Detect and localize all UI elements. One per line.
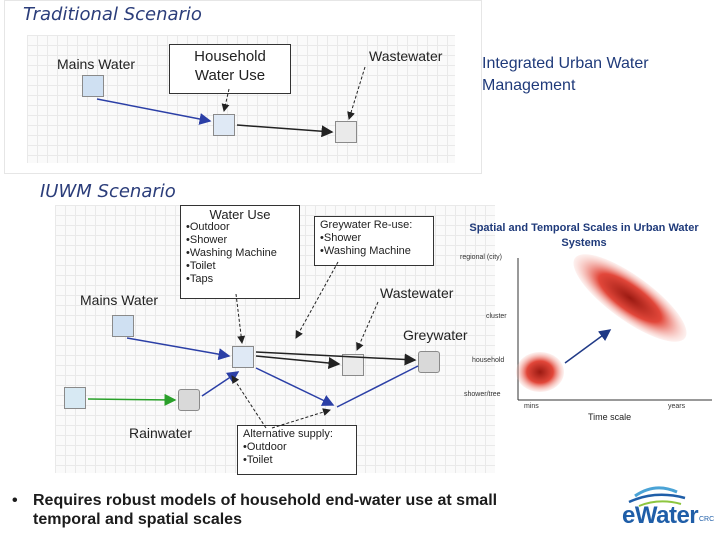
traditional-mains-label: Mains Water — [57, 56, 136, 72]
greywater-reuse-callout: Greywater Re-use: Shower Washing Machine — [314, 216, 434, 266]
household-to-greywater-flow — [255, 351, 417, 366]
traditional-household-label: Household Water Use — [194, 48, 266, 84]
water-use-pointer — [235, 293, 246, 344]
water-use-item: Washing Machine — [186, 247, 294, 260]
traditional-scenario-title: Traditional Scenario — [23, 4, 202, 25]
greywater-to-node-flow — [336, 365, 419, 408]
greywater-reuse-item: Washing Machine — [320, 245, 428, 258]
household-to-node-flow — [255, 367, 335, 406]
traditional-mains-tap-icon — [82, 75, 104, 97]
y-tick-household: household — [472, 357, 505, 364]
logo-swoosh-icon — [628, 486, 686, 507]
iuwm-household-water-icon — [232, 346, 254, 368]
traditional-flow-arrows — [96, 66, 366, 138]
water-use-item: Outdoor — [186, 221, 294, 234]
greywater-reuse-pointer — [295, 261, 339, 339]
alternative-supply-callout: Alternative supply: Outdoor Toilet — [237, 425, 357, 475]
rain-tank-to-household-flow — [201, 371, 240, 397]
water-use-item: Shower — [186, 234, 294, 247]
iuwm-mains-tap-icon — [112, 315, 134, 337]
scales-chart: Spatial and Temporal Scales in Urban Wat… — [450, 216, 718, 426]
traditional-scenario-panel: Traditional Scenario Mains Water Househo… — [4, 0, 482, 174]
y-tick-regional: regional (city) — [460, 254, 503, 261]
mains-to-household-flow — [126, 337, 231, 361]
iuwm-wastewater-label: Wastewater — [380, 285, 454, 301]
water-use-list: Outdoor Shower Washing Machine Toilet Ta… — [186, 221, 294, 286]
iuwm-flow-arrows — [87, 261, 419, 429]
alternative-supply-pointer-node — [271, 408, 331, 429]
iuwm-rainwater-label: Rainwater — [129, 425, 193, 441]
iuwm-wastewater-drop-icon — [342, 354, 364, 376]
iuwm-greywater-label: Greywater — [403, 327, 468, 343]
household-to-wastewater-flow — [255, 355, 341, 369]
traditional-wastewater-label: Wastewater — [369, 48, 443, 64]
iuwm-title: Integrated Urban Water Management — [482, 55, 649, 94]
logo-wordmark: eWater — [622, 502, 699, 529]
alternative-supply-item: Outdoor — [243, 441, 351, 454]
scales-chart-plot — [516, 254, 712, 401]
scale-link-arrow — [564, 329, 612, 364]
wastewater-pointer — [356, 301, 379, 351]
water-use-heading: Water Use — [209, 207, 271, 222]
traditional-household-pointer — [221, 88, 230, 112]
traditional-wastewater-pointer — [347, 66, 366, 120]
y-tick-cluster: cluster — [486, 313, 507, 320]
bullet-marker: • — [12, 492, 18, 509]
water-use-item: Toilet — [186, 260, 294, 273]
greywater-reuse-item: Shower — [320, 232, 428, 245]
x-tick-mins: mins — [524, 403, 539, 410]
bullet-text: Requires robust models of household end-… — [33, 492, 498, 528]
ewater-logo: eWater CRC — [595, 480, 715, 530]
iuwm-mains-label: Mains Water — [80, 292, 159, 308]
iuwm-rainwater-catchment-icon — [64, 387, 86, 409]
traditional-waste-flow — [236, 124, 334, 138]
greywater-reuse-list: Shower Washing Machine — [320, 232, 428, 258]
bullet-point: • Requires robust models of household en… — [12, 491, 512, 529]
alternative-supply-list: Outdoor Toilet — [243, 441, 351, 467]
traditional-wastewater-drop-icon — [335, 121, 357, 143]
traditional-supply-flow — [96, 98, 212, 125]
scale-blob-large — [573, 254, 687, 342]
traditional-household-water-icon — [213, 114, 235, 136]
x-tick-years: years — [668, 403, 686, 410]
logo-suffix: CRC — [699, 516, 715, 523]
alternative-supply-pointer-household — [231, 375, 267, 429]
traditional-household-callout: Household Water Use — [169, 44, 291, 94]
water-use-callout: Water Use Outdoor Shower Washing Machine… — [180, 205, 300, 299]
greywater-reuse-heading: Greywater Re-use: — [320, 219, 413, 231]
x-axis-label: Time scale — [588, 412, 632, 422]
iuwm-rainwater-tank-icon — [178, 389, 200, 411]
water-use-item: Taps — [186, 273, 294, 286]
alternative-supply-item: Toilet — [243, 454, 351, 467]
iuwm-greywater-tank-icon — [418, 351, 440, 373]
rain-catchment-to-tank-flow — [87, 393, 177, 406]
y-tick-shower-tree: shower/tree — [464, 391, 501, 398]
iuwm-scenario-title: IUWM Scenario — [40, 181, 176, 202]
alternative-supply-heading: Alternative supply: — [243, 428, 333, 440]
scales-chart-title: Spatial and Temporal Scales in Urban Wat… — [469, 222, 699, 249]
scale-blob-small — [516, 352, 564, 392]
